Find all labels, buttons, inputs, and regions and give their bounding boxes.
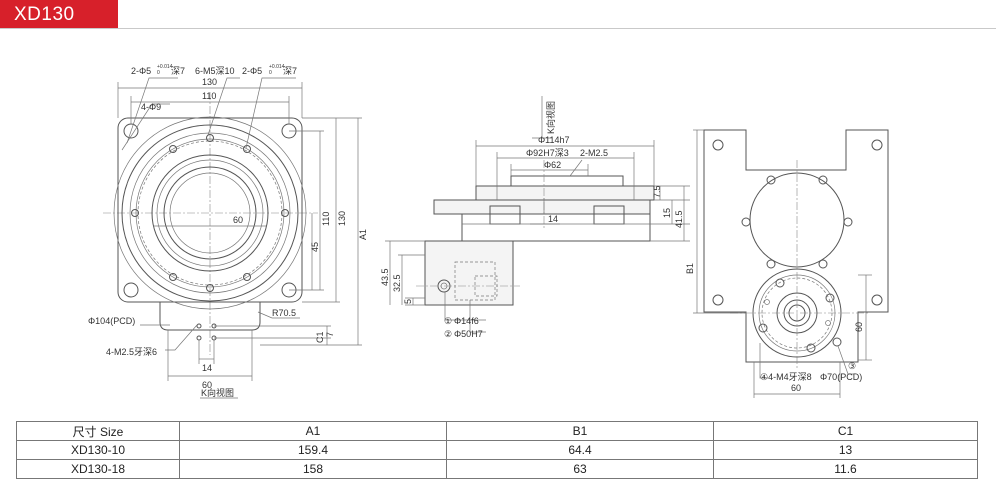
dim-a1: A1 xyxy=(358,229,368,240)
dim-5: 5 xyxy=(403,299,413,304)
k-view-label-side: K向视图 xyxy=(545,101,556,134)
note-1-mark: ① xyxy=(444,316,452,326)
row-c1: 13 xyxy=(713,440,978,460)
dim-14: 14 xyxy=(202,363,212,373)
dim-width-110: 110 xyxy=(202,91,216,101)
dim-height-45: 45 xyxy=(310,242,320,252)
rear-view xyxy=(693,129,889,398)
note-1: Φ14f6 xyxy=(454,316,479,326)
dim-bore-60: 60 xyxy=(233,215,243,225)
dim-m25: 2-M2.5 xyxy=(580,148,608,158)
technical-drawing: 2-Φ5 深7 6-M5深10 2-Φ5 深7 4-Φ9 130 110 60 … xyxy=(88,64,889,399)
note-pcd-70: Φ70(PCD) xyxy=(820,372,862,382)
callout-depth-left: 深7 xyxy=(171,66,185,76)
dim-height-110: 110 xyxy=(321,212,331,226)
model-title: XD130 xyxy=(0,0,118,29)
size-table: 尺寸 Size A1 B1 C1 XD130-10 159.4 64.4 13 … xyxy=(16,421,978,479)
callout-depth-right: 深7 xyxy=(283,66,297,76)
callout-flange-tapped: 4-M2.5牙深6 xyxy=(106,347,157,357)
table-row: XD130-18 158 63 11.6 xyxy=(16,459,978,479)
header-b1: B1 xyxy=(446,421,714,441)
header-size: 尺寸 Size xyxy=(16,421,180,441)
title-divider xyxy=(0,28,996,29)
dim-43-5: 43.5 xyxy=(380,268,390,286)
dim-height-130: 130 xyxy=(337,211,347,226)
table-row: XD130-10 159.4 64.4 13 xyxy=(16,440,978,460)
tolerance-left: 0 xyxy=(157,70,160,76)
tolerance-left: +0.014 xyxy=(157,64,173,70)
side-view xyxy=(385,96,690,333)
dim-7-5: 7.5 xyxy=(652,185,662,198)
row-a1: 158 xyxy=(179,459,447,479)
dim-14-side: 14 xyxy=(548,214,558,224)
note-4: ④4-M4牙深8 xyxy=(760,372,812,382)
row-b1: 64.4 xyxy=(446,440,714,460)
row-b1: 63 xyxy=(446,459,714,479)
callout-pin-holes-left: 2-Φ5 xyxy=(131,66,151,76)
row-model: XD130-18 xyxy=(16,459,180,479)
callout-pcd: Φ104(PCD) xyxy=(88,316,135,326)
dim-15: 15 xyxy=(662,208,672,218)
dim-d114: Φ114h7 xyxy=(538,135,570,145)
header-c1: C1 xyxy=(713,421,978,441)
note-3-mark: ③ xyxy=(848,361,856,371)
callout-tapped: 6-M5深10 xyxy=(195,66,235,76)
callout-radius: R70.5 xyxy=(272,308,296,318)
note-2-mark: ② xyxy=(444,329,452,339)
k-view-label-front: K向视图 xyxy=(201,387,234,398)
callout-pin-holes-right: 2-Φ5 xyxy=(242,66,262,76)
row-a1: 159.4 xyxy=(179,440,447,460)
dim-d92: Φ92H7深3 xyxy=(526,148,569,158)
dim-7: 7 xyxy=(325,332,335,337)
dim-d62: Φ62 xyxy=(544,160,561,170)
row-model: XD130-10 xyxy=(16,440,180,460)
dim-c1: C1 xyxy=(315,331,325,343)
front-view xyxy=(103,77,362,399)
tolerance-right: +0.014 xyxy=(269,64,285,70)
dim-32-5: 32.5 xyxy=(392,274,402,292)
dim-41-5: 41.5 xyxy=(674,210,684,228)
callout-corner-holes: 4-Φ9 xyxy=(141,102,161,112)
tolerance-right: 0 xyxy=(269,70,272,76)
row-c1: 11.6 xyxy=(713,459,978,479)
size-table-header: 尺寸 Size A1 B1 C1 xyxy=(16,421,978,441)
dim-width-130: 130 xyxy=(202,77,217,87)
dim-b1: B1 xyxy=(685,263,695,274)
dim-rear-60-vertical: 60 xyxy=(854,322,864,332)
header-a1: A1 xyxy=(179,421,447,441)
note-2: Φ50H7 xyxy=(454,329,483,339)
dim-rear-60-horizontal: 60 xyxy=(791,383,801,393)
dim-flange-60: 60 xyxy=(202,380,212,390)
